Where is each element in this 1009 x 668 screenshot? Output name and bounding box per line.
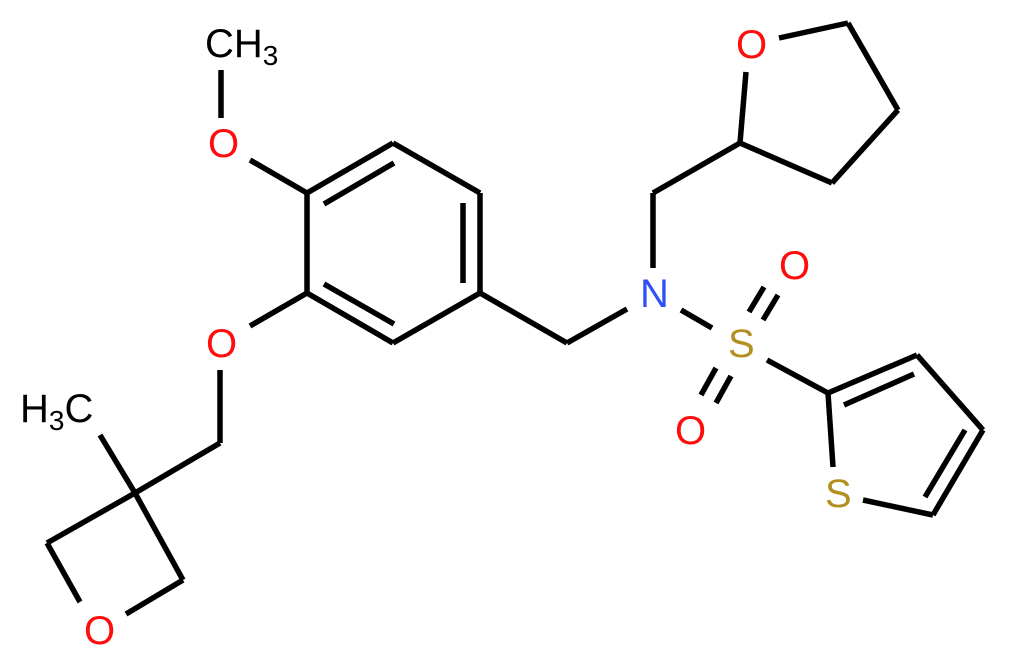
- thiophene-sulfur-label: S: [825, 472, 852, 516]
- benzene-ring: [304, 140, 483, 346]
- sulfonyl-sulfur-label: S: [728, 322, 755, 366]
- ether-oxygen-label: O: [206, 322, 237, 366]
- oxetanylmethoxy-group: [44, 290, 309, 617]
- benzyl-amine-link: [478, 290, 629, 346]
- sulfonyl-oxygen-top-label: O: [779, 244, 810, 288]
- methoxy-oxygen-label: O: [208, 122, 239, 166]
- thf-methyl-group: [650, 20, 901, 268]
- methoxy-ch3-label: CH3: [205, 22, 278, 71]
- thf-oxygen-label: O: [736, 23, 767, 67]
- amine-nitrogen-label: N: [640, 272, 669, 316]
- sulfonyl-oxygen-bottom-label: O: [675, 409, 706, 453]
- methoxy-group: [218, 70, 309, 196]
- sulfonyl-group: [679, 285, 830, 405]
- thiophene-ring: [825, 352, 986, 518]
- oxetane-oxygen-label: O: [84, 609, 115, 653]
- methyl-label: H3C: [20, 387, 93, 436]
